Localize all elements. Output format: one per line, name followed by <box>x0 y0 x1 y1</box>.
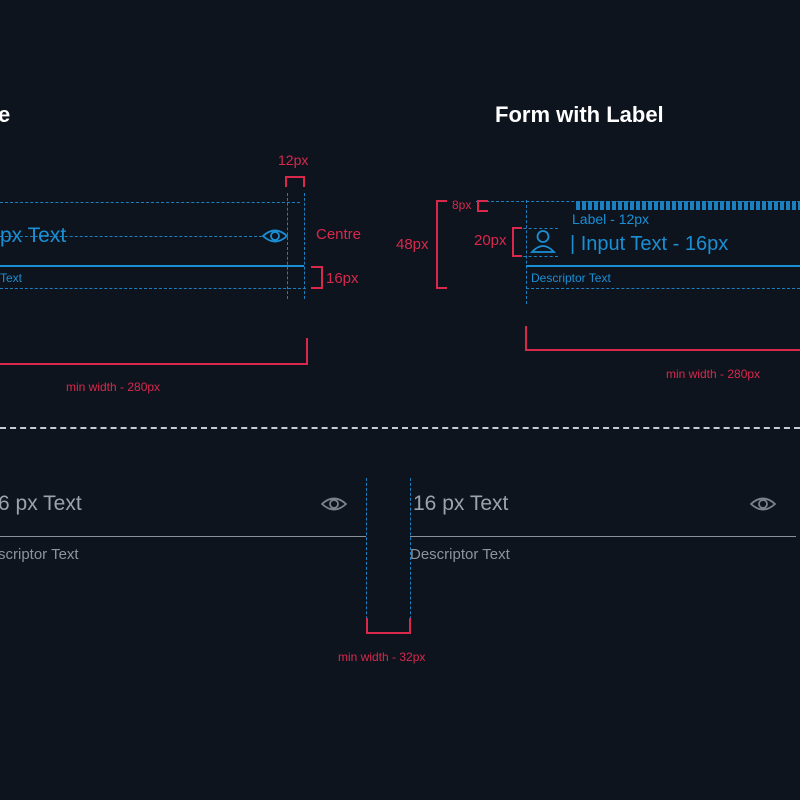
guide-bottom <box>0 288 306 289</box>
dim-label-centre: Centre <box>316 226 362 243</box>
input-underline <box>0 265 304 267</box>
dim-label-16px: 16px <box>326 270 359 287</box>
guide-icon-top <box>518 228 558 229</box>
dim-label-48px: 48px <box>396 236 429 253</box>
bracket-12px <box>285 176 305 187</box>
guide-left-right <box>526 200 527 304</box>
descriptor-text: Text <box>0 271 23 285</box>
guide-icon-bottom <box>518 256 558 257</box>
input-underline-right <box>526 265 800 267</box>
dim-label-8px: 8px <box>452 198 472 212</box>
guide-top-right <box>476 201 800 202</box>
dim-label-min-width-right: min width - 280px <box>666 367 761 381</box>
dim-label-min-width-gap: min width - 32px <box>338 650 426 664</box>
bracket-min-width-right <box>525 326 800 351</box>
label-area-band <box>576 201 800 210</box>
input-text-right: | Input Text - 16px <box>570 233 729 255</box>
example-underline-left <box>0 536 366 537</box>
example-underline-right <box>410 536 796 537</box>
gap-guide-right <box>410 478 411 634</box>
eye-icon[interactable] <box>320 494 348 514</box>
guide-center <box>0 236 262 237</box>
guide-bottom-right <box>526 288 800 289</box>
section-divider <box>0 427 800 429</box>
dim-label-20px: 20px <box>474 232 507 249</box>
bracket-48px <box>436 200 447 289</box>
descriptor-text-right: Descriptor Text <box>531 271 611 285</box>
gap-guide-left <box>366 478 367 634</box>
guide-icon-left <box>287 193 288 299</box>
bracket-20px <box>512 227 522 257</box>
section-heading-form-with-label: Form with Label <box>495 102 664 127</box>
dim-label-min-width-left: min width - 280px <box>66 380 161 394</box>
eye-icon[interactable] <box>749 494 777 514</box>
dim-label-12px: 12px <box>278 152 309 168</box>
example-descriptor-left: scriptor Text <box>0 546 79 563</box>
bracket-8px <box>477 200 488 212</box>
bracket-16px <box>311 266 323 289</box>
input-text: px Text <box>0 224 67 247</box>
user-icon <box>529 228 557 254</box>
example-input-text-right: 16 px Text <box>413 492 509 515</box>
bracket-min-width-gap <box>366 618 411 634</box>
eye-icon <box>261 226 289 246</box>
guide-icon-right <box>304 193 305 299</box>
example-descriptor-right: Descriptor Text <box>410 546 510 563</box>
example-input-text-left: 6 px Text <box>0 492 82 515</box>
bracket-min-width-left <box>0 338 308 365</box>
section-heading-left: e <box>0 102 11 127</box>
label-text: Label - 12px <box>572 211 650 227</box>
guide-top <box>0 202 300 203</box>
